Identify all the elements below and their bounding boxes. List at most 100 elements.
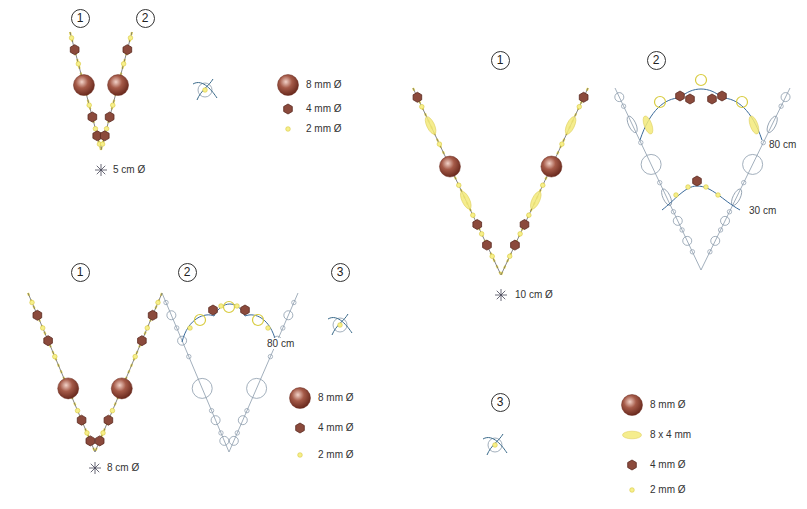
step-number: 1 [71, 9, 90, 28]
bead-outline [680, 228, 684, 232]
bead-outline [245, 408, 249, 412]
bead-outline [164, 300, 168, 304]
bead-2mm [540, 183, 545, 188]
bead-outline [238, 416, 247, 425]
bead-2mm [704, 185, 709, 190]
thread [70, 32, 101, 150]
bead-2mm [560, 142, 565, 147]
bead-2mm [69, 36, 74, 41]
bead-ring [737, 97, 748, 108]
bead-outline [641, 154, 661, 174]
bead-outline [765, 115, 779, 134]
bead-outline [660, 188, 674, 207]
bead-outline [779, 104, 783, 108]
bead-8x4mm [528, 190, 543, 210]
bead-4mm [33, 310, 42, 320]
bead-outline [729, 188, 743, 207]
bead-8x4mm [423, 115, 438, 135]
bead-4mm [88, 112, 97, 122]
bead-8x4mm [747, 115, 761, 135]
bead-8mm [278, 75, 299, 96]
legend-text: 4 mm Ø [306, 103, 342, 114]
bead-8mm [290, 388, 311, 409]
step-number: 2 [136, 9, 155, 28]
bead-8x4mm [641, 115, 655, 135]
bead-2mm [53, 354, 58, 359]
legend-text: 2 mm Ø [318, 449, 354, 460]
thread [95, 293, 162, 452]
legend-text: 8 mm Ø [318, 392, 354, 403]
bead-8mm [58, 378, 79, 399]
legend-text: 4 mm Ø [318, 422, 354, 433]
thread-beads [70, 32, 101, 150]
bead-2mm [716, 193, 721, 198]
bead-2mm [156, 300, 161, 305]
step-number-text: 3 [337, 266, 344, 278]
thread-path [182, 304, 276, 342]
bead-4mm [676, 91, 685, 101]
bead-2mm [507, 254, 512, 259]
thread-path [640, 89, 762, 140]
bead-2mm [203, 88, 208, 93]
step-number-text: 2 [653, 54, 660, 66]
diameter-symbol [91, 464, 99, 472]
thread [501, 88, 588, 275]
bead-4mm [123, 45, 132, 55]
dimension-label: 80 cm [266, 338, 295, 349]
bead-outline [727, 210, 731, 214]
bead-8mm [541, 156, 562, 177]
step-number: 2 [178, 263, 197, 282]
bead-2mm [110, 408, 115, 413]
bead-4mm [209, 305, 218, 315]
bead-2mm [219, 304, 224, 309]
bead-2mm [630, 488, 635, 493]
bead-2mm [493, 443, 498, 448]
bead-4mm [579, 92, 588, 102]
bead-4mm [241, 305, 250, 315]
bead-2mm [479, 232, 484, 237]
bead-ring [224, 302, 235, 313]
knot-thread [197, 79, 213, 100]
bead-2mm [286, 127, 291, 132]
bead-outline [671, 210, 675, 214]
thread-beads [101, 32, 132, 150]
thread [701, 88, 790, 270]
bead-8mm [73, 75, 94, 96]
bead-outline [781, 93, 790, 102]
legend-text: 2 mm Ø [650, 484, 686, 495]
bead-outline [743, 154, 763, 174]
step-number: 1 [491, 51, 510, 70]
bead-2mm [471, 213, 476, 218]
bead-2mm [188, 326, 193, 331]
bead-2mm [30, 300, 35, 305]
dimension-label: 80 cm [768, 139, 797, 150]
bead-4mm [95, 436, 104, 446]
diameter-symbol [497, 291, 505, 299]
step-number: 3 [331, 263, 350, 282]
bead-ring [195, 315, 206, 326]
diameter-symbol [97, 166, 105, 174]
bead-outline [209, 408, 213, 412]
bead-outline [658, 180, 662, 184]
legend-text: 8 x 4 mm [650, 429, 691, 440]
bead-4mm [708, 94, 717, 104]
bead-ring [253, 315, 264, 326]
dimension-label: 10 cm Ø [514, 289, 554, 300]
step-number-text: 1 [77, 12, 84, 24]
bead-ring [655, 97, 666, 108]
bead-2mm [527, 213, 532, 218]
bead-4mm [86, 436, 95, 446]
bead-outline [247, 378, 267, 398]
bead-2mm [298, 453, 303, 458]
bead-2mm [40, 326, 45, 331]
bead-outline [718, 228, 722, 232]
knot-thread [487, 434, 503, 455]
bead-outline [235, 431, 239, 435]
bead-8mm [111, 378, 132, 399]
thread-beads [413, 88, 501, 275]
bead-4mm [44, 336, 53, 346]
step-number: 3 [491, 393, 510, 412]
bead-outline [175, 326, 179, 330]
bead-outline [167, 311, 176, 320]
